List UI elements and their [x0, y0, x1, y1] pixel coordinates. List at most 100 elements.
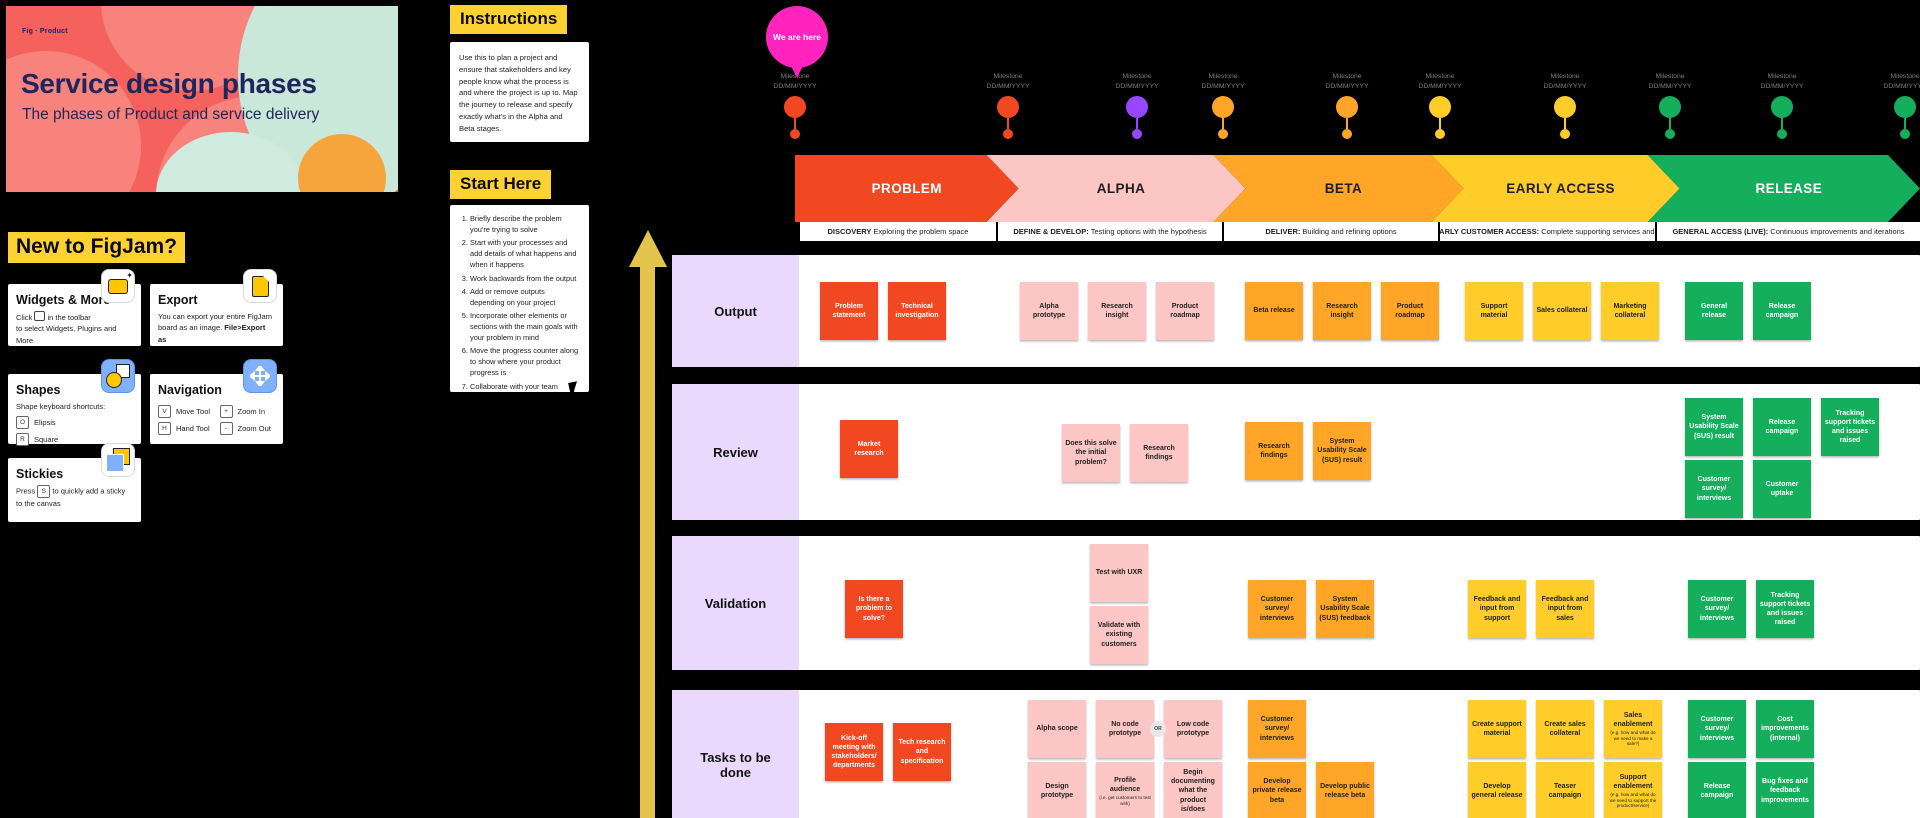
phase-arrow-beta[interactable]: BETA [1213, 155, 1463, 222]
phase-desc-alpha[interactable]: DEFINE & DEVELOP:Testing options with th… [998, 222, 1222, 241]
milestone-dot[interactable] [1429, 96, 1451, 118]
sticky-note[interactable]: Create sales collateral [1536, 700, 1594, 758]
progress-arrow-head[interactable] [629, 230, 667, 267]
sticky-note[interactable]: Research insight [1088, 282, 1146, 340]
sticky-note[interactable]: Tracking support tickets and issues rais… [1821, 398, 1879, 456]
milestone-dot[interactable] [1554, 96, 1576, 118]
sticky-note[interactable]: Validate with existing customers [1090, 606, 1148, 664]
instructions-panel[interactable]: Use this to plan a project and ensure th… [450, 42, 589, 142]
title-card[interactable]: Fig · Product Service design phases The … [6, 6, 398, 192]
sticky-note[interactable]: Beta release [1245, 282, 1303, 340]
sticky-note[interactable]: Develop private release beta [1248, 762, 1306, 818]
milestone-dot[interactable] [1894, 96, 1916, 118]
help-card-stickies[interactable]: Stickies Press S to quickly add a sticky… [8, 443, 141, 522]
sticky-note[interactable]: Kick-off meeting with stakeholders/ depa… [825, 723, 883, 781]
sticky-note[interactable]: Product roadmap [1156, 282, 1214, 340]
sticky-note[interactable]: No code prototype [1096, 700, 1154, 758]
sticky-note[interactable]: Tech research and specification [893, 723, 951, 781]
start-here-heading[interactable]: Start Here [450, 170, 552, 199]
sticky-note[interactable]: Marketing collateral [1601, 282, 1659, 340]
sticky-note[interactable]: Research insight [1313, 282, 1371, 340]
sticky-note[interactable]: Release campaign [1753, 398, 1811, 456]
milestone-dot[interactable] [1336, 96, 1358, 118]
sticky-note[interactable]: Create support material [1468, 700, 1526, 758]
instructions-heading[interactable]: Instructions [450, 5, 568, 34]
sticky-note[interactable]: Develop public release beta [1316, 762, 1374, 818]
sticky-note[interactable]: System Usability Scale (SUS) result [1685, 398, 1743, 456]
sticky-note[interactable]: Release campaign [1753, 282, 1811, 340]
sticky-group: Alpha prototype Research insight Product… [1020, 282, 1214, 340]
sticky-note[interactable]: Product roadmap [1381, 282, 1439, 340]
we-are-here-marker[interactable]: We are here [766, 6, 828, 68]
sticky-note[interactable]: Low code prototype [1164, 700, 1222, 758]
sticky-note[interactable]: Customer survey/ interviews [1688, 700, 1746, 758]
milestone-dot[interactable] [1771, 96, 1793, 118]
milestone-dot[interactable] [997, 96, 1019, 118]
sticky-note[interactable]: Customer survey/ interviews [1688, 580, 1746, 638]
sticky-note[interactable]: Does this solve the initial problem? [1062, 424, 1120, 482]
sticky-note[interactable]: Market research [840, 420, 898, 478]
sticky-note[interactable]: Test with UXR [1090, 544, 1148, 602]
sticky-note[interactable]: Technical investigation [888, 282, 946, 340]
sticky-note[interactable]: Profile audience(i.e. get customers to t… [1096, 762, 1154, 818]
phase-arrow-problem[interactable]: PROBLEM [795, 155, 1019, 222]
sticky-note[interactable]: Customer survey/ interviews [1248, 700, 1306, 758]
sticky-note[interactable]: Research findings [1130, 424, 1188, 482]
sticky-note[interactable]: Problem statement [820, 282, 878, 340]
phase-desc-early-access[interactable]: EARLY CUSTOMER ACCESS:Complete supportin… [1440, 222, 1655, 241]
sticky-note[interactable]: Feedback and input from support [1468, 580, 1526, 638]
sticky-note[interactable]: Customer uptake [1753, 460, 1811, 518]
sticky-note[interactable]: Feedback and input from sales [1536, 580, 1594, 638]
sticky-note[interactable]: Support enablement(e.g. how and what do … [1604, 762, 1662, 818]
sticky-note[interactable]: Customer survey/ interviews [1685, 460, 1743, 518]
milestone-dot[interactable] [784, 96, 806, 118]
sticky-note[interactable]: Alpha prototype [1020, 282, 1078, 340]
sticky-note[interactable]: Cost improvements (internal) [1756, 700, 1814, 758]
help-heading[interactable]: New to FigJam? [8, 232, 186, 263]
help-card-export[interactable]: Export You can export your entire FigJam… [150, 269, 283, 346]
milestone-dot[interactable] [1659, 96, 1681, 118]
milestone-stem [1781, 118, 1783, 129]
sticky-note[interactable]: Develop general release [1468, 762, 1526, 818]
sticky-note[interactable]: Teaser campaign [1536, 762, 1594, 818]
sticky-note[interactable]: System Usability Scale (SUS) result [1313, 422, 1371, 480]
start-here-panel[interactable]: Briefly describe the problem you're tryi… [450, 205, 589, 392]
sticky-note[interactable]: Sales collateral [1533, 282, 1591, 340]
milestone-dot[interactable] [1212, 96, 1234, 118]
milestone-dot[interactable] [1126, 96, 1148, 118]
sticky-note[interactable]: Support material [1465, 282, 1523, 340]
phase-desc-release[interactable]: GENERAL ACCESS (LIVE):Continuous improve… [1657, 222, 1920, 241]
phase-arrow-release[interactable]: RELEASE [1648, 155, 1920, 222]
sticky-note[interactable]: Is there a problem to solve? [845, 580, 903, 638]
sticky-note[interactable]: Begin documenting what the product is/do… [1164, 762, 1222, 818]
sticky-note[interactable]: Alpha scope [1028, 700, 1086, 758]
sticky-note[interactable]: Customer survey/ interviews [1248, 580, 1306, 638]
help-card-widgets[interactable]: Widgets & More Click in the toolbar to s… [8, 269, 141, 346]
sticky-note[interactable]: Tracking support tickets and issues rais… [1756, 580, 1814, 638]
sticky-note[interactable]: General release [1685, 282, 1743, 340]
sticky-note[interactable]: Design prototype [1028, 762, 1086, 818]
sticky-note[interactable]: Sales enablement(e.g. how and what do we… [1604, 700, 1662, 758]
sticky-note[interactable]: System Usability Scale (SUS) feedback [1316, 580, 1374, 638]
phase-arrow-alpha[interactable]: ALPHA [987, 155, 1246, 222]
sticky-note[interactable]: Bug fixes and feedback improvements [1756, 762, 1814, 818]
sticky-note[interactable]: Research findings [1245, 422, 1303, 480]
progress-arrow-shaft[interactable] [640, 266, 655, 818]
phase-arrow-early-access[interactable]: EARLY ACCESS [1432, 155, 1680, 222]
phase-desc-beta[interactable]: DELIVER:Building and refining options [1224, 222, 1438, 241]
sticky-note[interactable]: Release campaign [1688, 762, 1746, 818]
